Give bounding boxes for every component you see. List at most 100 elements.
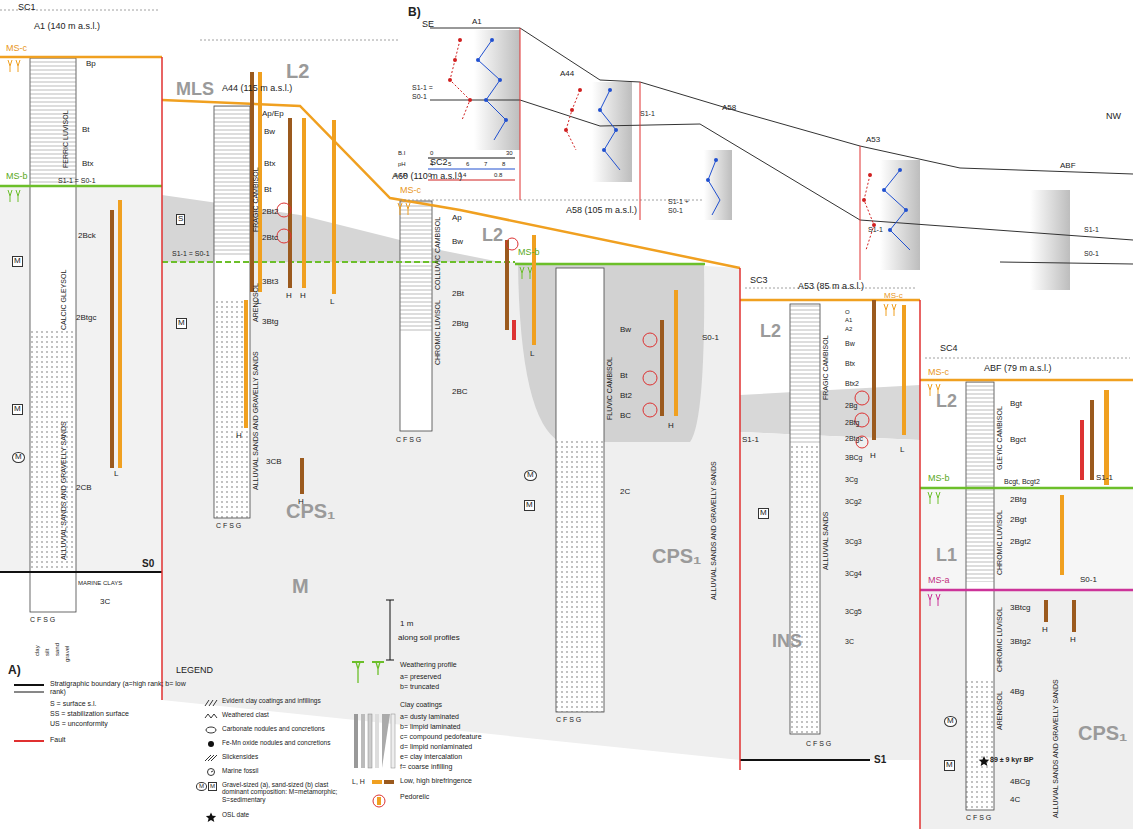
- clast-symbol: M: [196, 782, 207, 791]
- text-label: b= limpid laminated: [400, 723, 461, 731]
- text-label: 2Bgt2: [1010, 538, 1031, 547]
- horizon-class-label: ALLUVIAL SANDS AND GRAVELLY SANDS: [60, 421, 68, 560]
- text-label: S0-1: [1084, 250, 1099, 258]
- text-label: A1 (140 m a.s.l.): [34, 22, 100, 32]
- text-label: A53 (85 m a.s.l.): [798, 282, 864, 292]
- legend-symbol: [352, 660, 396, 686]
- text-label: H: [1070, 636, 1076, 645]
- text-label: S1-1 = S0-1: [58, 177, 96, 185]
- text-label: MS-a: [928, 576, 950, 586]
- text-label: O: [845, 309, 850, 316]
- horizon-class-label: gravel: [64, 646, 71, 662]
- horizon-class-label: GLEYIC CAMBISOL: [996, 406, 1004, 470]
- text-label: SE: [422, 20, 434, 30]
- text-label: 8: [502, 161, 505, 168]
- clast-symbol: M: [758, 508, 769, 519]
- text-label: S0-1: [668, 207, 683, 215]
- text-label: NW: [1106, 112, 1121, 122]
- legend-text: Clay coatings: [400, 701, 520, 709]
- text-label: 3Cg5: [845, 608, 862, 616]
- legend-symbol: [204, 726, 218, 734]
- text-label: Bt: [620, 372, 628, 381]
- text-label: H: [286, 292, 292, 301]
- horizon-class-label: CHROMIC LUVISOL: [996, 510, 1004, 575]
- text-label: 7: [484, 161, 487, 168]
- text-label: 3Cg: [845, 476, 858, 484]
- text-label: S = surface s.l.: [50, 700, 97, 708]
- text-label: S1-1 = S0-1: [172, 250, 210, 258]
- legend-text: Pedorelic: [400, 793, 520, 801]
- text-label: along soil profiles: [398, 634, 460, 643]
- text-label: A1: [472, 18, 482, 27]
- clast-symbol: M: [12, 452, 25, 463]
- text-label: 2Bgt: [1010, 516, 1026, 525]
- text-label: 2Bt2: [262, 208, 278, 217]
- text-label: Btx: [82, 160, 94, 169]
- text-label: 4: [430, 161, 433, 168]
- text-label: S0-1: [1080, 576, 1097, 585]
- text-label: H: [300, 292, 306, 301]
- legend-symbol: [204, 812, 218, 822]
- text-label: Bcgt, Bcgt2: [1004, 478, 1040, 486]
- text-label: MS-c: [400, 186, 421, 196]
- text-label: Ap: [452, 214, 462, 223]
- text-label: 4C: [1010, 796, 1020, 805]
- text-label: A58 (105 m a.s.l.): [566, 206, 637, 216]
- text-label: C F S G: [396, 436, 421, 444]
- text-label: SC3: [750, 276, 768, 286]
- text-label: C F S G: [216, 522, 241, 530]
- text-label: Bw: [620, 326, 631, 335]
- text-label: H: [870, 452, 876, 461]
- text-label: A1: [845, 317, 852, 324]
- text-label: A44 (115 m a.s.l.): [222, 84, 292, 94]
- text-label: Bt2: [620, 392, 632, 401]
- clast-symbol: M: [208, 782, 217, 791]
- text-label: B.I: [398, 150, 405, 157]
- text-label: S1-1: [640, 110, 655, 118]
- legend-symbol: [352, 704, 396, 770]
- text-label: Btx2: [845, 380, 859, 388]
- text-label: S1-1 +: [668, 198, 689, 206]
- legend-text: Fe-Mn oxide nodules and concretions: [222, 739, 362, 746]
- text-label: S0-1: [412, 93, 427, 101]
- text-label: 2Btgc: [845, 435, 863, 443]
- text-label: S1-1: [742, 436, 759, 445]
- text-label: 3C: [845, 638, 854, 646]
- text-label: 2C: [620, 488, 630, 497]
- text-label: US = unconformity: [50, 720, 108, 728]
- text-label: Bw: [845, 340, 855, 348]
- horizon-class-label: ARENOSOL: [252, 283, 260, 322]
- text-label: MS-b: [6, 172, 28, 182]
- legend-text: Weathering profile: [400, 661, 520, 669]
- text-label: C F S G: [30, 616, 55, 624]
- text-label: SC1: [18, 3, 36, 13]
- legend-symbol: [14, 738, 44, 744]
- text-label: MS-c: [884, 292, 903, 301]
- text-label: C F S G: [806, 740, 831, 748]
- text-label: 3Btg2: [1010, 638, 1031, 647]
- text-label: BC: [620, 412, 631, 421]
- horizon-class-label: silt: [44, 649, 51, 656]
- text-label: 0: [430, 150, 433, 157]
- clast-symbol: M: [944, 716, 957, 727]
- text-label: LEGEND: [176, 666, 213, 676]
- text-label: 0.4: [458, 172, 466, 179]
- text-label: 2Bg: [845, 402, 857, 410]
- text-label: A2: [845, 326, 852, 333]
- text-label: B): [408, 6, 421, 19]
- unit-label: INS: [772, 632, 802, 652]
- text-label: b= truncated: [400, 683, 439, 691]
- legend-symbol: [372, 794, 396, 808]
- legend-text: Fault: [50, 736, 150, 744]
- text-label: ABF (79 m a.s.l.): [984, 364, 1052, 374]
- clast-symbol: M: [12, 256, 23, 267]
- text-label: H: [298, 498, 304, 507]
- text-label: Bgt: [1010, 400, 1022, 409]
- legend-symbol: [372, 778, 396, 786]
- legend-symbol: [204, 712, 218, 720]
- legend-symbol: [204, 768, 218, 776]
- unit-label: L2: [760, 322, 781, 342]
- text-label: S1-1: [1096, 474, 1113, 483]
- text-label: 2Btg: [1010, 496, 1026, 505]
